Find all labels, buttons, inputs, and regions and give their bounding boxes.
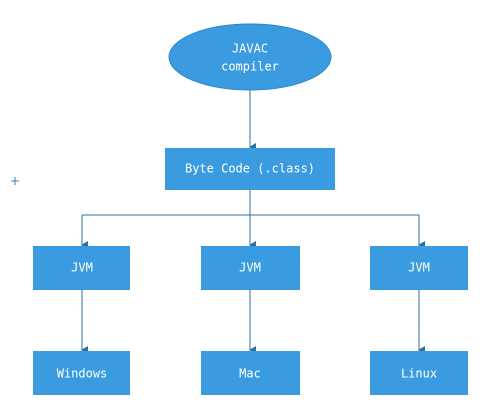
jvm-label: JVM	[71, 261, 93, 275]
jvm-node-left: JVM	[33, 246, 130, 290]
compiler-label-line1: JAVAC	[232, 42, 268, 56]
bytecode-node: Byte Code (.class)	[165, 148, 335, 190]
compiler-label-line2: compiler	[221, 60, 279, 74]
platform-label-mac: Mac	[239, 367, 261, 381]
bytecode-label: Byte Code (.class)	[185, 162, 315, 176]
platform-node-windows: Windows	[33, 351, 130, 395]
jvm-label: JVM	[239, 261, 261, 275]
platform-node-linux: Linux	[370, 351, 468, 395]
plus-icon	[11, 177, 19, 185]
edges	[81, 90, 425, 354]
platform-label-linux: Linux	[401, 367, 437, 381]
platform-label-windows: Windows	[57, 367, 108, 381]
jvm-node-right: JVM	[370, 246, 468, 290]
jvm-node-center: JVM	[201, 246, 300, 290]
platform-node-mac: Mac	[201, 351, 300, 395]
jvm-label: JVM	[408, 261, 430, 275]
compiler-node: JAVAC compiler	[168, 23, 332, 91]
